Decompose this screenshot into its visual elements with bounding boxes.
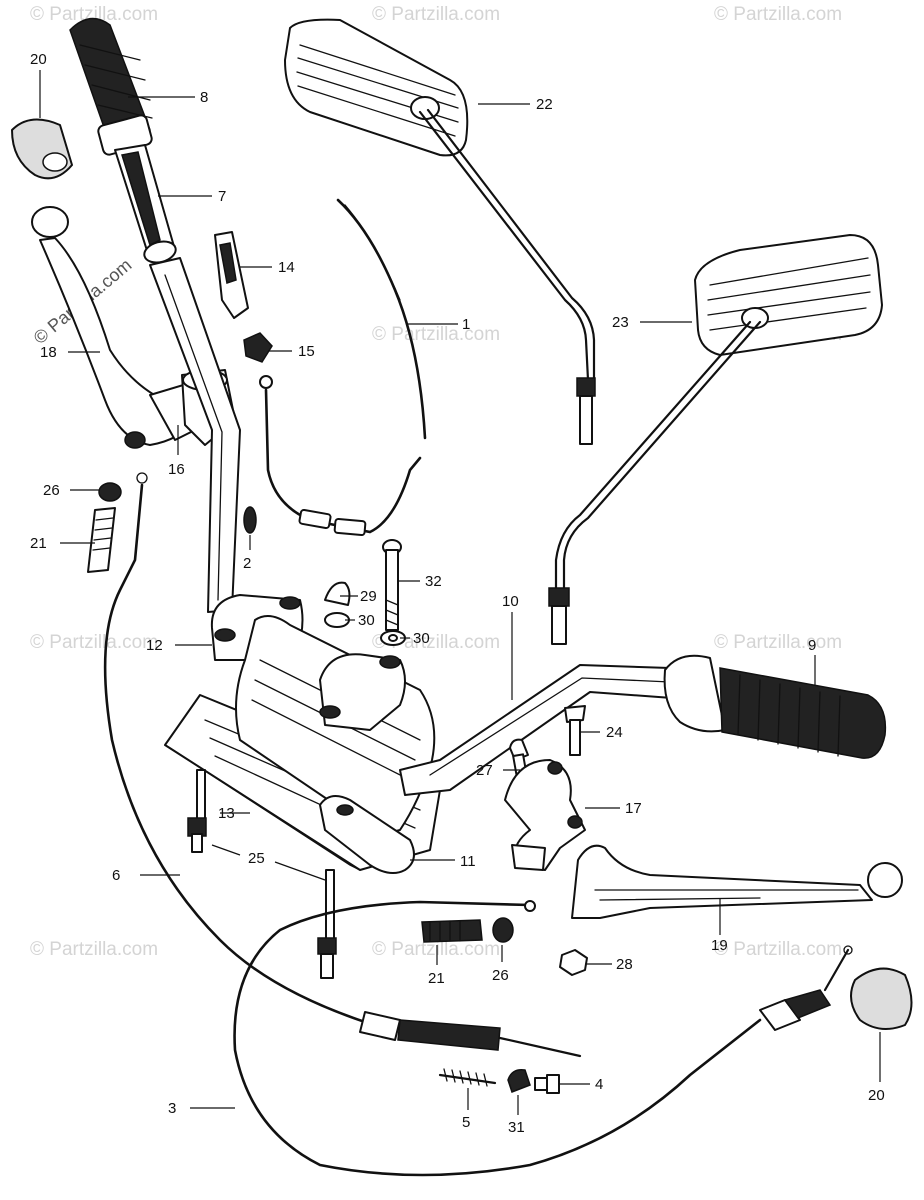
mount-bracket	[319, 795, 415, 875]
long-cable	[103, 472, 582, 1058]
holder-bolt	[317, 869, 337, 979]
washer	[380, 630, 406, 646]
callout-1: 1	[462, 316, 470, 333]
small-washer	[243, 506, 257, 534]
lock-nut	[492, 917, 514, 943]
callout-13: 13	[218, 805, 235, 822]
callout-18: 18	[40, 344, 57, 361]
watermark: © Partzilla.com	[372, 4, 500, 25]
callout-29: 29	[360, 588, 377, 605]
callout-17: 17	[625, 800, 642, 817]
clamp-bolt	[382, 539, 402, 631]
brake-lever	[571, 844, 903, 919]
callout-21: 21	[30, 535, 47, 552]
switch-clip	[214, 231, 249, 319]
cap-nut	[324, 581, 351, 628]
callout-9: 9	[808, 637, 816, 654]
short-cable	[336, 198, 427, 440]
dust-cap	[507, 1068, 531, 1093]
throttle-tube	[114, 144, 177, 264]
callout-26: 26	[492, 967, 509, 984]
callout-24: 24	[606, 724, 623, 741]
pivot-bolt	[564, 705, 586, 756]
left-mirror	[284, 18, 596, 445]
watermark: © Partzilla.com	[372, 939, 500, 960]
callout-3: 3	[168, 1100, 176, 1117]
grip-end-cap	[850, 967, 913, 1030]
right-mirror	[548, 234, 883, 645]
callout-28: 28	[616, 956, 633, 973]
callout-11: 11	[460, 853, 476, 870]
watermark: © Partzilla.com	[30, 939, 158, 960]
callout-21: 21	[428, 970, 445, 987]
callout-30: 30	[413, 630, 430, 647]
leader-lines	[39, 70, 881, 1115]
callout-26: 26	[43, 482, 60, 499]
right-lever-bracket	[504, 759, 586, 871]
callout-5: 5	[462, 1114, 470, 1131]
upper-holder	[210, 594, 436, 836]
callout-8: 8	[200, 89, 208, 106]
adjusting-bolt	[421, 919, 483, 943]
lock-nut	[98, 482, 122, 502]
watermark: © Partzilla.com	[714, 4, 842, 25]
adjuster-screw	[534, 1074, 560, 1094]
callout-23: 23	[612, 314, 629, 331]
callout-15: 15	[298, 343, 315, 360]
cable-adjuster-nut	[243, 332, 273, 363]
adjusting-bolt	[87, 507, 116, 573]
callout-16: 16	[168, 461, 185, 478]
callout-12: 12	[146, 637, 163, 654]
watermark: © Partzilla.com	[30, 4, 158, 25]
callout-31: 31	[508, 1119, 525, 1136]
watermark: © Partzilla.com	[714, 632, 842, 653]
return-spring	[438, 1068, 497, 1087]
wire-harness	[259, 375, 422, 537]
holder-bolt	[187, 769, 207, 853]
callout-27: 27	[476, 762, 493, 779]
callout-14: 14	[278, 259, 295, 276]
callout-labels: 20 8 7 14 15 1 18 16 2 26 21 29 30 32 30…	[30, 51, 885, 1136]
callout-32: 32	[425, 573, 442, 590]
callout-20: 20	[868, 1087, 885, 1104]
callout-25: 25	[248, 850, 265, 867]
callout-20: 20	[30, 51, 47, 68]
callout-30: 30	[358, 612, 375, 629]
left-grip	[69, 17, 153, 156]
watermark: © Partzilla.com	[714, 939, 842, 960]
callout-19: 19	[711, 937, 728, 954]
right-grip	[663, 654, 887, 759]
hex-nut	[559, 949, 588, 976]
callout-22: 22	[536, 96, 553, 113]
callout-7: 7	[218, 188, 226, 205]
callout-2: 2	[243, 555, 251, 572]
grip-end-cap	[11, 118, 73, 180]
watermark: © Partzilla.com	[372, 324, 500, 345]
watermark: © Partzilla.com	[30, 632, 158, 653]
brake-cable	[233, 900, 853, 1177]
callout-6: 6	[112, 867, 120, 884]
callout-4: 4	[595, 1076, 603, 1093]
callout-10: 10	[502, 593, 519, 610]
